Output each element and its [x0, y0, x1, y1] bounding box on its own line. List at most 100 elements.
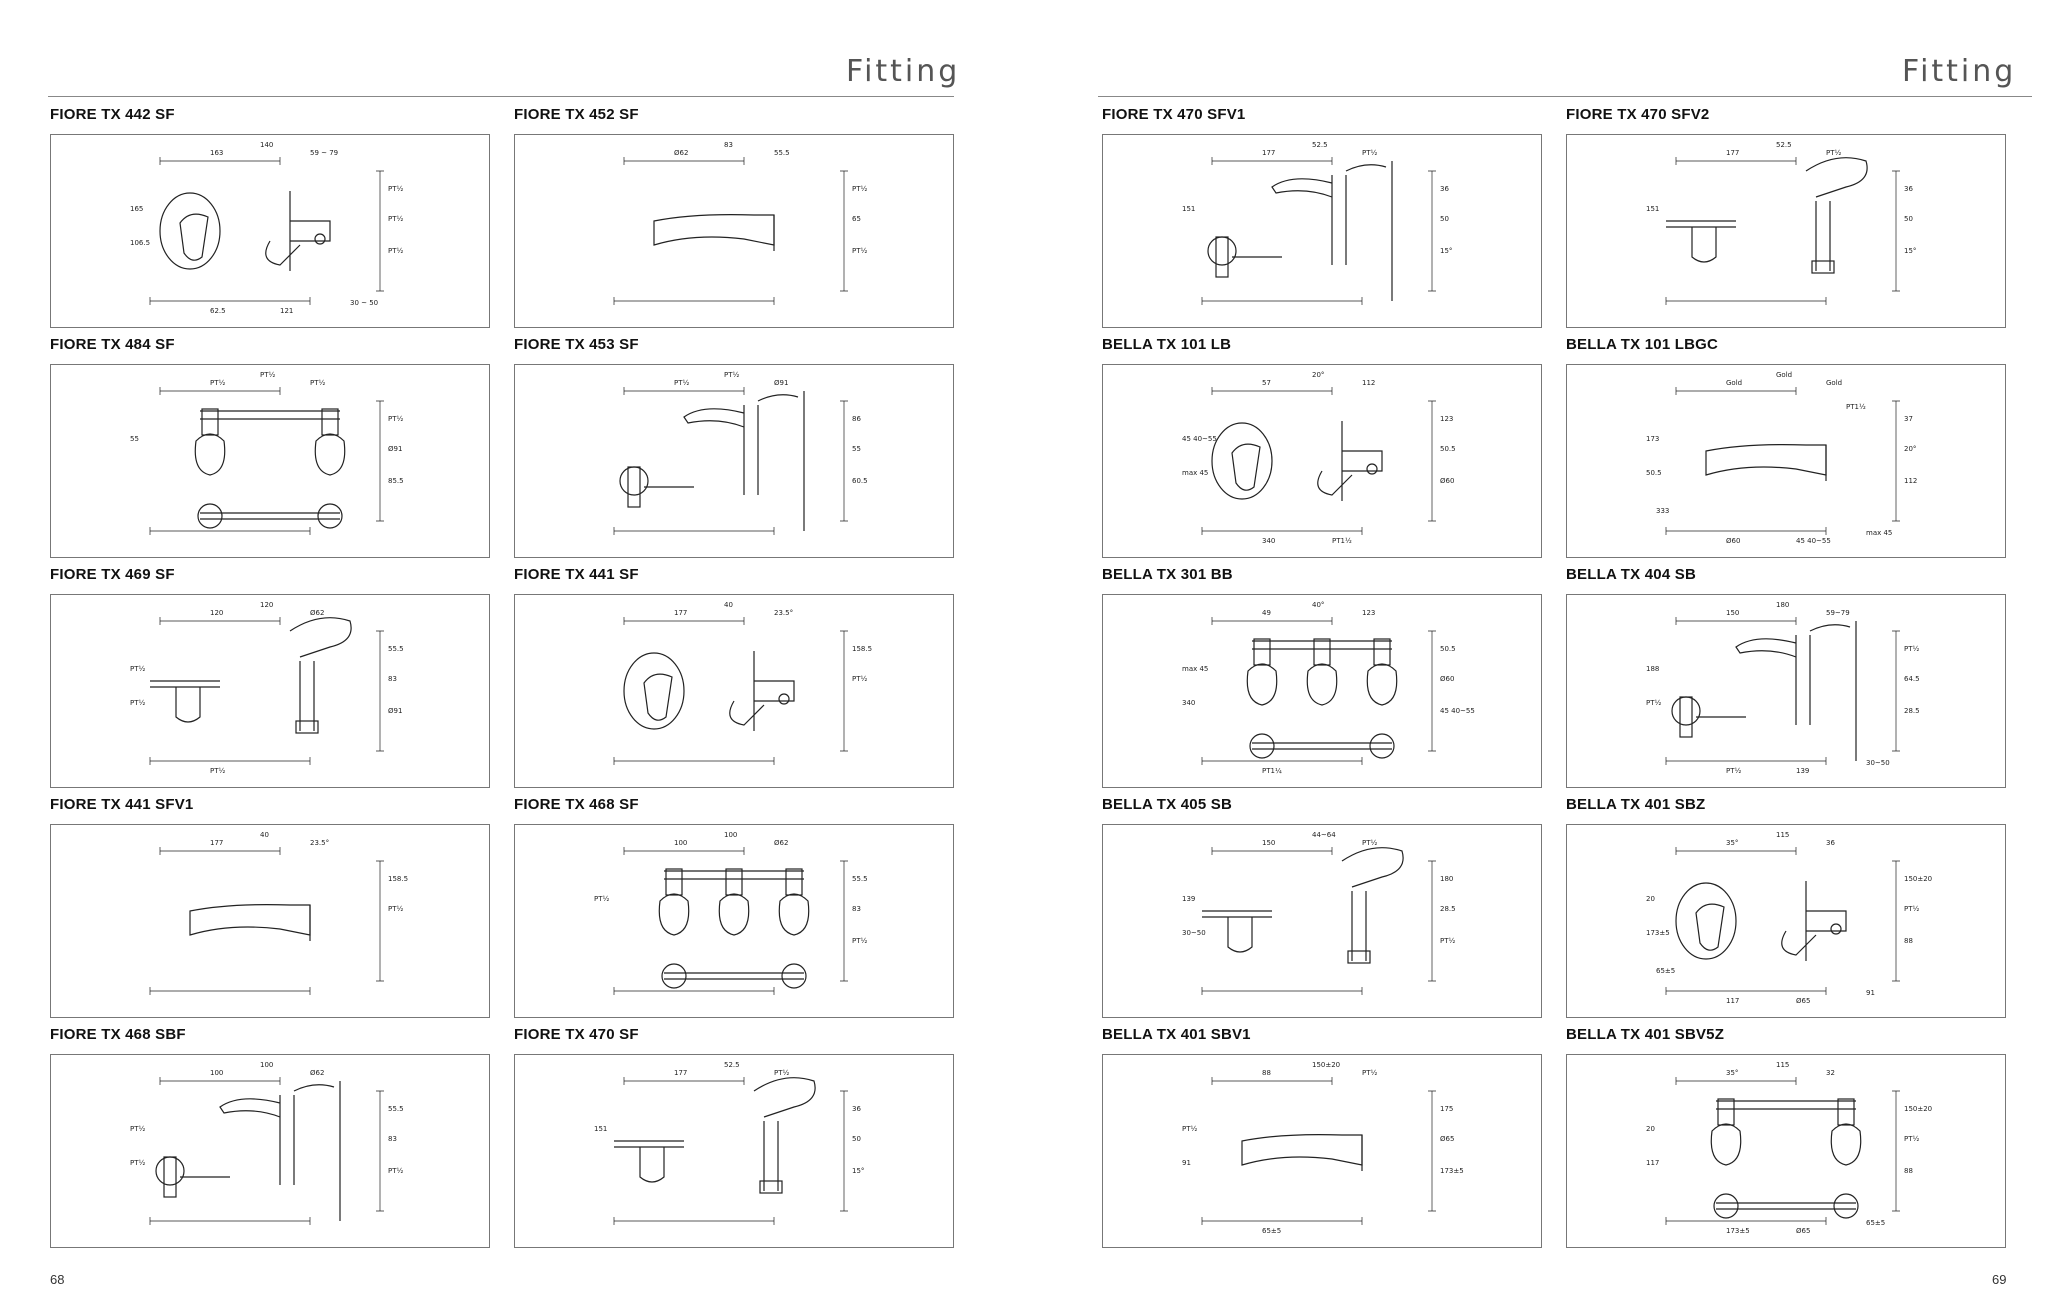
technical-drawing	[1710, 1098, 1862, 1219]
dimension-lines	[1201, 157, 1436, 305]
dimension-label: 177	[1726, 149, 1739, 157]
dimension-label: 117	[1726, 997, 1739, 1005]
dimension-label: 55	[130, 435, 139, 443]
dimension-label: PT½	[388, 415, 403, 423]
dimension-label: PT½	[1904, 1135, 1919, 1143]
dimension-label: 86	[852, 415, 861, 423]
dimension-lines	[613, 847, 848, 995]
technical-drawing	[1705, 444, 1827, 481]
product-title: BELLA TX 401 SBV1	[1102, 1026, 1251, 1043]
dimension-label: PT½	[130, 1159, 145, 1167]
product-title: FIORE TX 468 SBF	[50, 1026, 186, 1043]
dimension-label: PT½	[852, 247, 867, 255]
product-title: BELLA TX 405 SB	[1102, 796, 1232, 813]
dimension-label: 45 40~55	[1796, 537, 1831, 545]
technical-drawing	[1211, 421, 1383, 501]
technical-drawing	[1207, 161, 1393, 301]
dimension-label: 100	[210, 1069, 223, 1077]
dimension-label: 50	[852, 1135, 861, 1143]
dimension-label: 177	[210, 839, 223, 847]
dimension-label: Ø91	[388, 445, 402, 453]
dimension-label: PT½	[724, 371, 739, 379]
dimension-label: 340	[1182, 699, 1195, 707]
technical-drawing	[653, 214, 775, 251]
dimension-label: PT½	[1646, 699, 1661, 707]
dimension-label: PT½	[210, 379, 225, 387]
dimension-label: 83	[852, 905, 861, 913]
dimension-lines	[1201, 1077, 1436, 1225]
dimension-label: Gold	[1776, 371, 1792, 379]
dimension-label: 91	[1866, 989, 1875, 997]
dimension-label: 28.5	[1904, 707, 1920, 715]
dimension-label: Ø65	[1796, 1227, 1810, 1235]
dimension-label: 59 ~ 79	[310, 149, 338, 157]
dimension-label: 20°	[1904, 445, 1916, 453]
dimension-label: 139	[1796, 767, 1809, 775]
dimension-label: 45 40~55	[1440, 707, 1475, 715]
dimension-label: PT1¼	[1262, 767, 1282, 775]
dimension-label: 173	[1646, 435, 1659, 443]
dimension-label: 55	[852, 445, 861, 453]
product-title: FIORE TX 470 SFV1	[1102, 106, 1246, 123]
dimension-label: 45 40~55	[1182, 435, 1217, 443]
dimension-label: 50.5	[1646, 469, 1662, 477]
dimension-label: 173±5	[1726, 1227, 1750, 1235]
dimension-label: 37	[1904, 415, 1913, 423]
technical-drawing	[1671, 621, 1857, 761]
dimension-label: 120	[260, 601, 273, 609]
dimension-lines	[1201, 617, 1436, 765]
dimension-label: 52.5	[724, 1061, 740, 1069]
dimension-label: 173±5	[1646, 929, 1670, 937]
product-title: BELLA TX 101 LBGC	[1566, 336, 1719, 353]
dimension-label: PT½	[388, 905, 403, 913]
dimension-lines	[149, 617, 384, 765]
dimension-label: Ø62	[774, 839, 788, 847]
dimension-label: 112	[1904, 477, 1917, 485]
dimension-label: 100	[674, 839, 687, 847]
dimension-label: 151	[1182, 205, 1195, 213]
dimension-lines	[149, 1077, 384, 1225]
dimension-label: 188	[1646, 665, 1659, 673]
dimension-label: 180	[1440, 875, 1453, 883]
dimension-label: 28.5	[1440, 905, 1456, 913]
header-rule	[48, 96, 954, 97]
dimension-label: 120	[210, 609, 223, 617]
technical-drawing	[619, 391, 805, 531]
technical-drawing	[194, 408, 346, 529]
product-title: FIORE TX 469 SF	[50, 566, 175, 583]
product-title: BELLA TX 401 SBZ	[1566, 796, 1706, 813]
technical-drawing	[658, 868, 810, 989]
dimension-label: PT½	[388, 215, 403, 223]
dimension-label: 64.5	[1904, 675, 1920, 683]
dimension-label: PT½	[388, 185, 403, 193]
technical-drawing	[1666, 157, 1868, 274]
dimension-label: 112	[1362, 379, 1375, 387]
dimension-label: Gold	[1726, 379, 1742, 387]
